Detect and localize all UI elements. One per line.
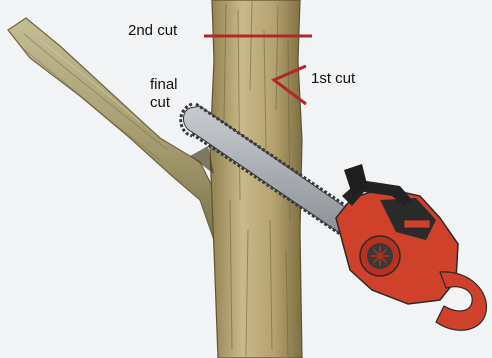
first-cut-label: 1st cut bbox=[311, 70, 355, 88]
final-cut-label-line2: cut bbox=[150, 94, 198, 112]
second-cut-label: 2nd cut bbox=[128, 22, 177, 40]
final-cut-label: final cut bbox=[150, 76, 198, 112]
final-cut-label-line1: final bbox=[150, 76, 198, 94]
chainsaw-rear-handle bbox=[436, 272, 487, 330]
